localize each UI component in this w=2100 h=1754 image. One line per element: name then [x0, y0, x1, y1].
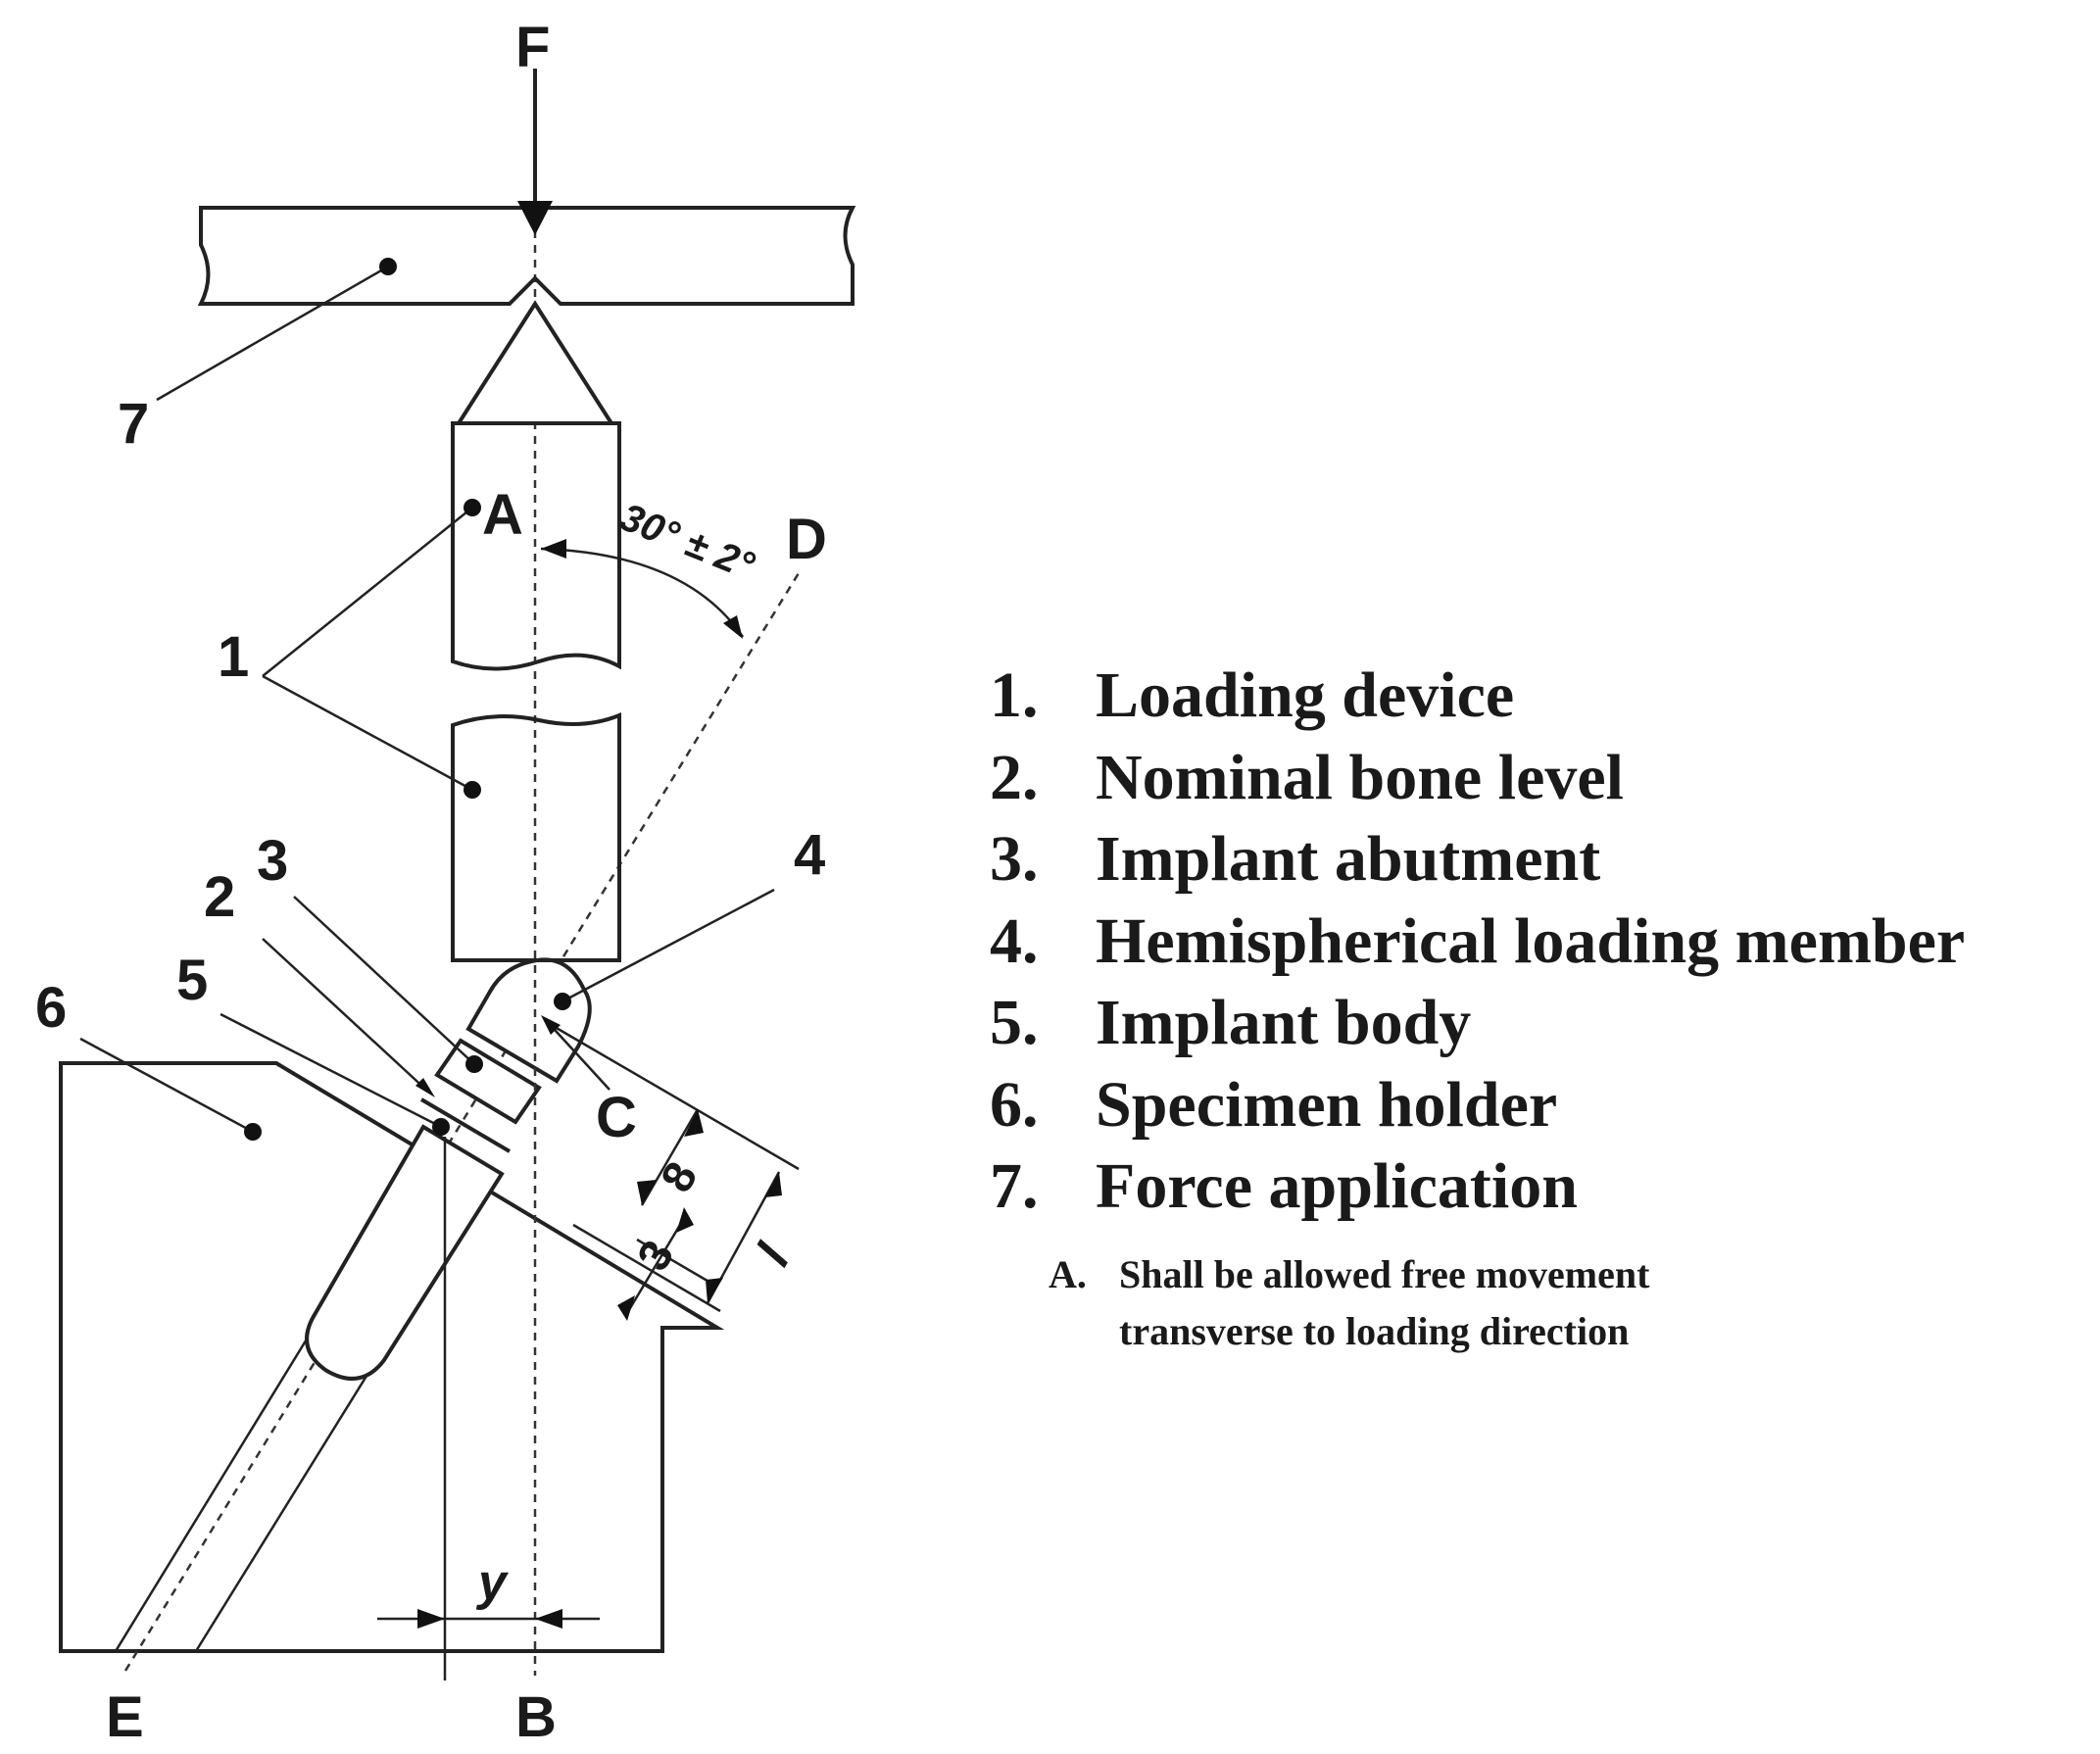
- legend-item: 4. Hemispherical loading member: [990, 901, 1965, 983]
- note-first-line: A. Shall be allowed free movement: [1049, 1246, 1649, 1303]
- dot-5: [432, 1118, 450, 1136]
- legend-item: 2. Nominal bone level: [990, 737, 1965, 819]
- legend-number: 2.: [990, 741, 1039, 813]
- dot-3: [465, 1055, 483, 1073]
- angle-arc: [540, 547, 745, 638]
- leader-5: [220, 1012, 442, 1129]
- callout-3: 3: [257, 829, 288, 893]
- legend-number: 6.: [990, 1068, 1039, 1141]
- force-arrow-head: [517, 201, 553, 235]
- force-application-beam: [197, 206, 856, 306]
- callout-1: 1: [218, 625, 249, 689]
- legend-number: 5.: [990, 987, 1039, 1058]
- callout-2: 2: [204, 865, 235, 929]
- callout-7: 7: [118, 392, 149, 456]
- dot-1-lower: [464, 781, 481, 799]
- label-angle: 30° ± 2°: [614, 496, 761, 589]
- legend-item: 7. Force application: [990, 1145, 1965, 1228]
- leader-7: [156, 265, 389, 402]
- leader-2: [262, 938, 430, 1094]
- implant-body: [305, 1124, 505, 1381]
- dot-7: [379, 258, 397, 275]
- label-b: B: [515, 1685, 557, 1749]
- note-line-2: transverse to loading direction: [1119, 1309, 1630, 1353]
- leader-3: [293, 896, 475, 1065]
- implant-abutment: [434, 1038, 542, 1125]
- callout-4: 4: [794, 823, 825, 887]
- label-dim-y: y: [475, 1554, 510, 1611]
- legend-label: Hemispherical loading member: [1096, 904, 1966, 977]
- dot-4: [554, 993, 571, 1010]
- legend-item: 5. Implant body: [990, 982, 1965, 1064]
- legend-number: 1.: [990, 659, 1039, 731]
- legend-label: Specimen holder: [1096, 1068, 1558, 1141]
- legend: 1. Loading device 2. Nominal bone level 3.…: [990, 655, 1965, 1228]
- dot-a: [464, 499, 481, 516]
- legend-label: Nominal bone level: [1096, 741, 1624, 813]
- legend-note: A. Shall be allowed free movement transve…: [1049, 1246, 1649, 1360]
- leader-6: [79, 1037, 254, 1134]
- legend-number: 4.: [990, 904, 1039, 977]
- callout-5: 5: [176, 949, 208, 1012]
- nominal-bone-level: [419, 1097, 512, 1153]
- leader-1b: [262, 674, 473, 792]
- legend-label: Force application: [1096, 1150, 1578, 1222]
- leader-c: [544, 1018, 610, 1091]
- loading-device-tip: [455, 300, 615, 425]
- legend-item: 1. Loading device: [990, 655, 1965, 737]
- dim-3-line: [625, 1214, 688, 1314]
- loading-device-upper: [451, 421, 621, 671]
- legend-item: 6. Specimen holder: [990, 1064, 1965, 1146]
- note-letter: A.: [1049, 1252, 1087, 1296]
- loading-device-lower: [451, 712, 621, 962]
- leader-4: [562, 888, 775, 1003]
- label-e: E: [106, 1685, 144, 1749]
- label-d: D: [786, 508, 827, 571]
- hemispherical-loading-member: [465, 957, 592, 1084]
- label-a: A: [482, 483, 523, 547]
- legend-label: Implant body: [1096, 987, 1472, 1058]
- leader-1a: [262, 507, 473, 677]
- label-f: F: [515, 16, 550, 79]
- specimen-holder: [59, 1061, 725, 1653]
- implant-axis-e-d: [123, 567, 804, 1672]
- label-dim-l: l: [746, 1235, 801, 1275]
- label-dim-8: 8: [651, 1153, 708, 1200]
- note-line-1: Shall be allowed free movement: [1119, 1252, 1650, 1296]
- callout-6: 6: [35, 976, 67, 1040]
- angle-arrow-left: [541, 539, 566, 559]
- dim-8-line: [640, 1108, 700, 1206]
- angle-arrow-right: [723, 615, 743, 639]
- legend-number: 3.: [990, 823, 1039, 895]
- dot-6: [244, 1123, 262, 1141]
- legend-item: 3. Implant abutment: [990, 818, 1965, 901]
- legend-label: Loading device: [1096, 659, 1515, 731]
- label-c: C: [596, 1086, 637, 1149]
- legend-number: 7.: [990, 1150, 1039, 1222]
- legend-label: Implant abutment: [1096, 823, 1601, 895]
